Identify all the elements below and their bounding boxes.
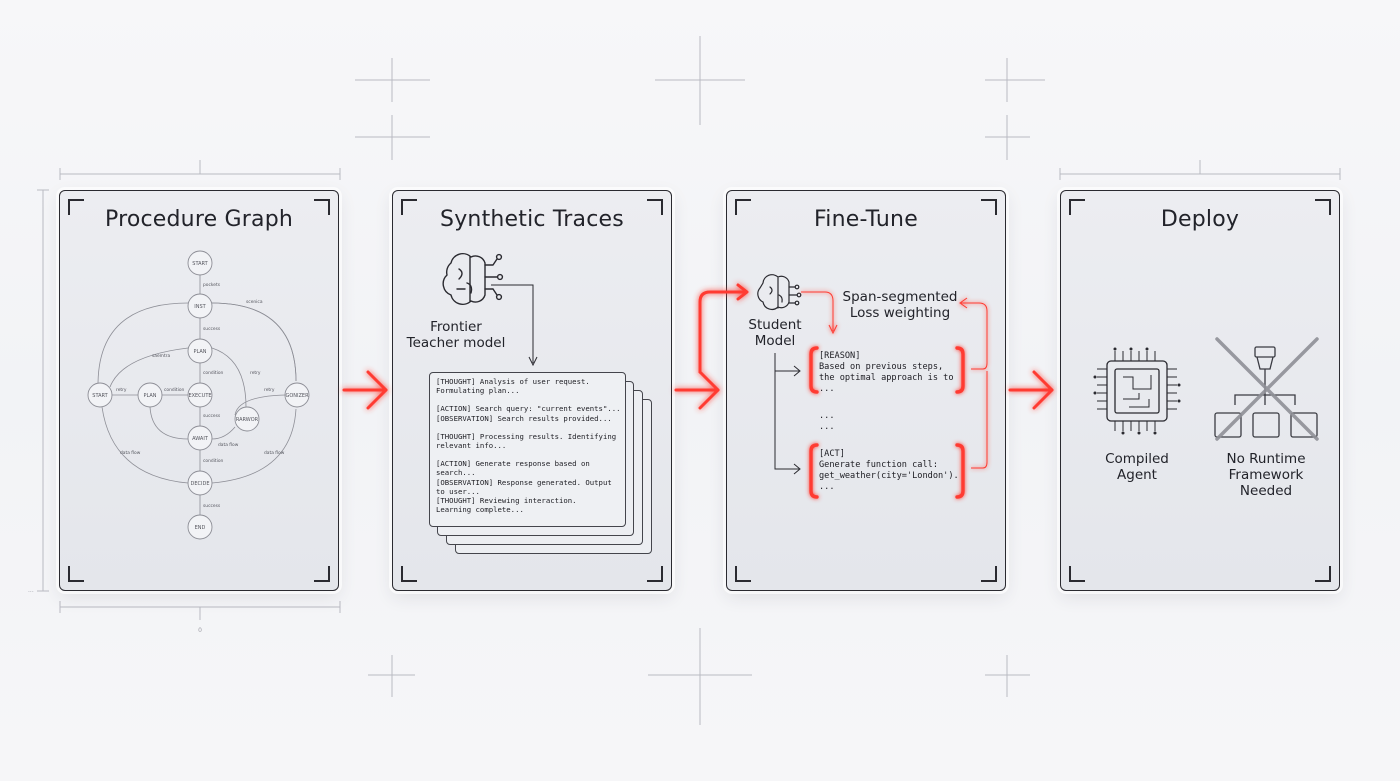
- trace-card-front: [429, 372, 626, 527]
- chip-icon: [1093, 347, 1181, 435]
- loss-weighting-label: Span-segmented Loss weighting: [842, 289, 958, 321]
- teacher-model-label: Frontier Teacher model: [406, 319, 506, 351]
- edge-label: condition: [203, 458, 224, 464]
- reason-span: [REASON]Based on previous steps,the opti…: [819, 351, 954, 394]
- axis-mark-dots: ...: [28, 587, 34, 594]
- panel-title: Synthetic Traces: [440, 207, 624, 232]
- axis-mark-zero: 0: [198, 627, 202, 634]
- node-label: AWAIT: [192, 436, 209, 442]
- node-start-left: [87, 382, 113, 408]
- node-plan: [187, 338, 213, 364]
- node-label: INST: [194, 304, 206, 310]
- panel-title: Fine-Tune: [814, 207, 918, 232]
- edge-label: success: [203, 327, 221, 332]
- edge-label: data flow: [218, 442, 239, 448]
- node-label: PLAN: [193, 349, 206, 355]
- edge-label: success: [203, 504, 221, 509]
- fine-tune-panel: Fine-Tune: [726, 190, 1006, 591]
- node-end: [187, 514, 213, 540]
- node-decide: [187, 470, 213, 496]
- deploy-panel: Deploy: [1060, 190, 1340, 591]
- node-inst: [187, 293, 213, 319]
- procedure-graph-diagram: START INST PLAN EXECUTE AWAIT DECIDE END…: [87, 250, 310, 540]
- ellipsis-span: ......: [819, 411, 835, 432]
- no-framework-label: No Runtime Framework Needed: [1226, 451, 1306, 499]
- node-gonizer: [284, 382, 310, 408]
- node-label: GONIZER: [285, 393, 309, 399]
- trace-text: [THOUGHT] Analysis of user request.Formu…: [436, 377, 621, 515]
- edge-label: retry: [264, 387, 275, 393]
- edge-label: retry: [116, 387, 127, 393]
- panel-title: Deploy: [1160, 207, 1240, 232]
- edge-label: data flow: [120, 450, 141, 456]
- edge-label: retry: [250, 370, 261, 376]
- span-brackets: [809, 346, 965, 499]
- node-label: RARWOR: [236, 417, 259, 423]
- node-rarwor: [234, 406, 260, 432]
- edge-label: condition: [203, 370, 224, 376]
- node-plan-left: [137, 382, 163, 408]
- panel-title: Procedure Graph: [104, 207, 293, 232]
- edge-label: condition: [164, 387, 185, 393]
- node-label: DECIDE: [191, 481, 210, 487]
- act-span: [ACT]Generate function call:get_weather(…: [819, 449, 959, 492]
- procedure-graph-panel: Procedure Graph: [59, 190, 339, 591]
- edge-label: scenica: [246, 299, 263, 305]
- node-label: START: [92, 393, 108, 399]
- node-execute: [187, 382, 213, 408]
- node-await: [187, 425, 213, 451]
- brain-circuit-icon: [442, 252, 504, 306]
- edge-label: success: [203, 414, 221, 419]
- node-label: EXECUTE: [188, 393, 211, 399]
- compiled-agent-label: Compiled Agent: [1105, 451, 1169, 483]
- node-label: PLAN: [143, 393, 156, 399]
- node-label: START: [192, 261, 208, 267]
- edge-label: data flow: [264, 450, 285, 456]
- flowchart-crossed-icon: [1214, 337, 1319, 441]
- node-label: END: [195, 525, 206, 531]
- edge-label: pockets: [203, 282, 221, 288]
- brain-circuit-icon: [757, 274, 802, 311]
- student-model-label: Student Model: [748, 317, 802, 349]
- edge-label: saemtra: [152, 353, 170, 359]
- node-start-top: [187, 250, 213, 276]
